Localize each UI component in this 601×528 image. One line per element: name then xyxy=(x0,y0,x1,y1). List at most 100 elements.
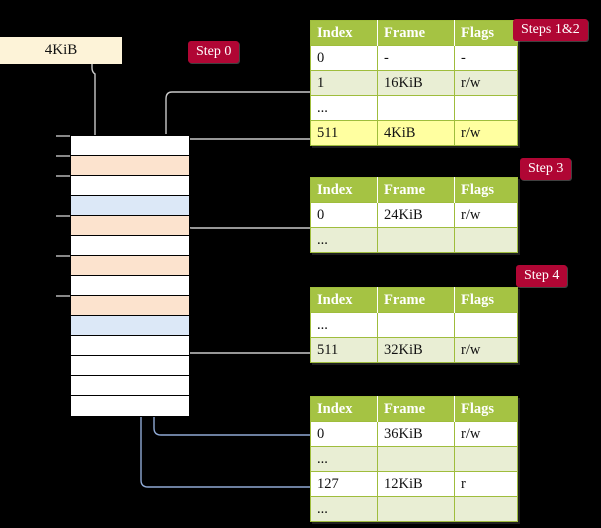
cell-frame xyxy=(377,227,455,253)
column-header-index: Index xyxy=(310,287,378,313)
physical-memory-column xyxy=(70,135,190,417)
column-header-flags: Flags xyxy=(454,177,518,203)
cell-index: 0 xyxy=(310,45,378,71)
column-header-frame: Frame xyxy=(377,177,455,203)
memory-row xyxy=(71,256,189,276)
table-row: ... xyxy=(310,95,518,121)
memory-tick xyxy=(56,255,70,257)
source-frame-box: 4KiB xyxy=(0,37,122,64)
badge-step-0: Step 0 xyxy=(188,41,240,63)
memory-tick xyxy=(56,175,70,177)
wire-step0-4kib-to-frame xyxy=(91,62,102,154)
cell-index: 127 xyxy=(310,471,378,497)
table-header-row: Index Frame Flags xyxy=(310,287,518,313)
memory-row xyxy=(71,236,189,256)
cell-frame: 4KiB xyxy=(377,120,455,146)
cell-flags: r/w xyxy=(454,120,518,146)
cell-index: 511 xyxy=(310,120,378,146)
cell-index: 0 xyxy=(310,202,378,228)
cell-frame: 36KiB xyxy=(377,421,455,447)
cell-index: 1 xyxy=(310,70,378,96)
badge-label: Step 4 xyxy=(524,268,560,283)
wire-step1-top-entry xyxy=(165,91,480,134)
cell-flags: r/w xyxy=(454,70,518,96)
cell-frame: - xyxy=(377,45,455,71)
memory-row xyxy=(71,196,189,216)
badge-label: Steps 1&2 xyxy=(521,22,580,37)
column-header-frame: Frame xyxy=(377,20,455,46)
table-row: ... xyxy=(310,312,518,338)
cell-frame: 32KiB xyxy=(377,337,455,363)
memory-tick xyxy=(56,155,70,157)
cell-index: ... xyxy=(310,227,378,253)
table-row: 0 24KiB r/w xyxy=(310,202,518,228)
table-header-row: Index Frame Flags xyxy=(310,396,518,422)
cell-flags: r xyxy=(454,471,518,497)
cell-flags: - xyxy=(454,45,518,71)
cell-index: ... xyxy=(310,446,378,472)
cell-flags: r/w xyxy=(454,337,518,363)
table-row: ... xyxy=(310,446,518,472)
cell-frame: 12KiB xyxy=(377,471,455,497)
memory-row xyxy=(71,316,189,336)
cell-index: ... xyxy=(310,95,378,121)
cell-frame xyxy=(377,446,455,472)
memory-row xyxy=(71,136,189,156)
table-row: 511 32KiB r/w xyxy=(310,337,518,363)
wire-blue-36kib-to-frame xyxy=(146,331,480,436)
memory-tick xyxy=(56,295,70,297)
cell-flags: r/w xyxy=(454,421,518,447)
cell-flags xyxy=(454,446,518,472)
cell-flags xyxy=(454,227,518,253)
table-row: ... xyxy=(310,227,518,253)
cell-index: ... xyxy=(310,496,378,522)
cell-flags: r/w xyxy=(454,202,518,228)
cell-flags xyxy=(454,95,518,121)
page-table-level1: Index Frame Flags 0 36KiB r/w ... 127 12… xyxy=(310,396,518,522)
memory-row xyxy=(71,176,189,196)
cell-frame xyxy=(377,496,455,522)
table-row: 511 4KiB r/w xyxy=(310,120,518,146)
source-frame-label: 4KiB xyxy=(44,42,78,58)
column-header-flags: Flags xyxy=(454,20,518,46)
wire-step4-down xyxy=(175,292,310,354)
column-header-index: Index xyxy=(310,20,378,46)
cell-frame xyxy=(377,95,455,121)
table-row: 1 16KiB r/w xyxy=(310,70,518,96)
table-header-row: Index Frame Flags xyxy=(310,20,518,46)
memory-row xyxy=(71,156,189,176)
memory-tick xyxy=(56,135,70,137)
memory-row xyxy=(71,396,189,416)
badge-steps-1-and-2: Steps 1&2 xyxy=(513,19,588,41)
memory-row xyxy=(71,276,189,296)
memory-row xyxy=(71,356,189,376)
memory-row xyxy=(71,336,189,356)
page-table-level4: Index Frame Flags 0 - - 1 16KiB r/w ... xyxy=(310,20,518,146)
column-header-flags: Flags xyxy=(454,287,518,313)
memory-tick xyxy=(56,215,70,217)
cell-index: 0 xyxy=(310,421,378,447)
table-row: 127 12KiB r xyxy=(310,471,518,497)
cell-index: 511 xyxy=(310,337,378,363)
cell-index: ... xyxy=(310,312,378,338)
column-header-frame: Frame xyxy=(377,396,455,422)
badge-label: Step 3 xyxy=(528,161,564,176)
cell-flags xyxy=(454,496,518,522)
cell-flags xyxy=(454,312,518,338)
badge-step-3: Step 3 xyxy=(520,158,572,180)
page-table-level3: Index Frame Flags 0 24KiB r/w ... xyxy=(310,177,518,253)
cell-frame: 16KiB xyxy=(377,70,455,96)
table-row: 0 36KiB r/w xyxy=(310,421,518,447)
wire-blue-12kib-to-frame xyxy=(133,224,480,488)
badge-label: Step 0 xyxy=(196,44,232,59)
column-header-flags: Flags xyxy=(454,396,518,422)
table-row: 0 - - xyxy=(310,45,518,71)
column-header-index: Index xyxy=(310,396,378,422)
memory-row xyxy=(71,296,189,316)
memory-row xyxy=(71,376,189,396)
table-row: ... xyxy=(310,496,518,522)
column-header-frame: Frame xyxy=(377,287,455,313)
table-header-row: Index Frame Flags xyxy=(310,177,518,203)
page-table-level2: Index Frame Flags ... 511 32KiB r/w xyxy=(310,287,518,363)
